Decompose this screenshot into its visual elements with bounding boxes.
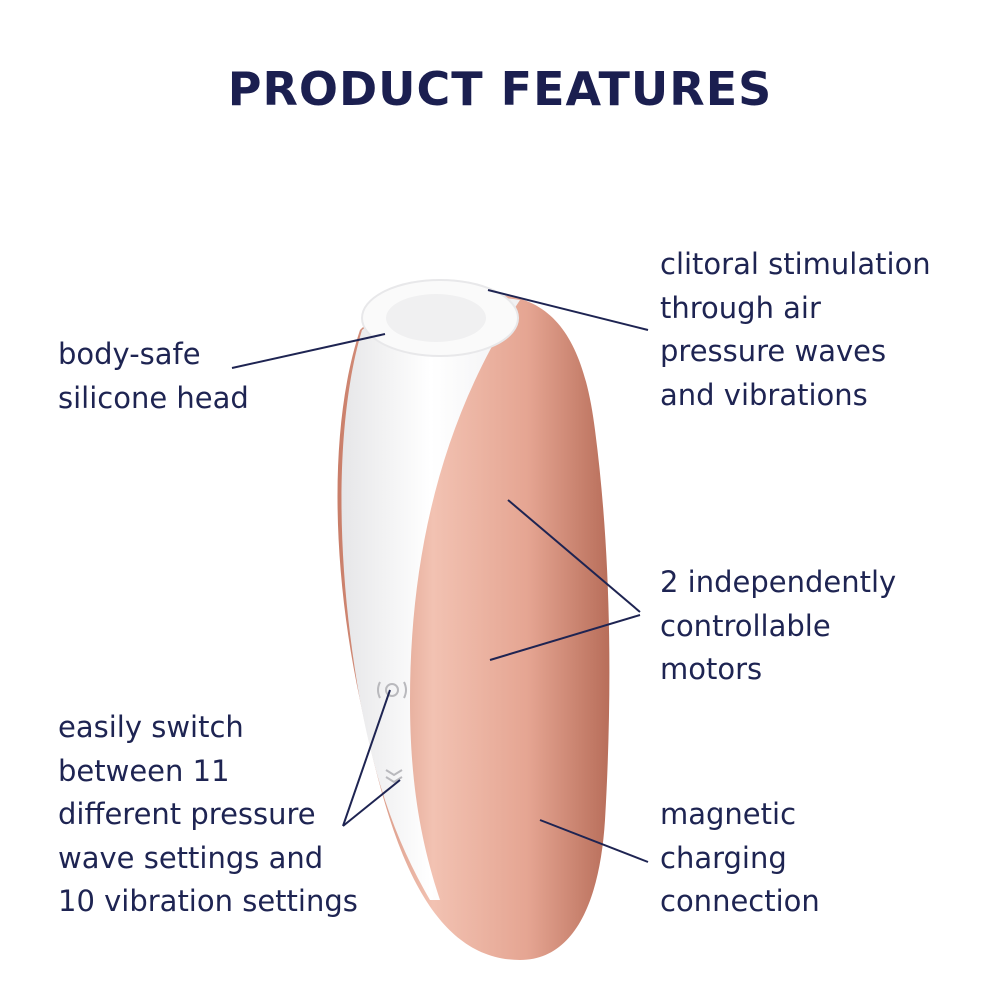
feature-text: body-safe — [58, 337, 201, 371]
mode-button-icon — [385, 769, 403, 784]
feature-text: and vibrations — [660, 377, 868, 412]
page-title: PRODUCT FEATURES — [227, 62, 773, 116]
device-white-panel — [341, 297, 520, 900]
feature-settings: easily switch between 11 different press… — [58, 706, 358, 924]
feature-text: motors — [660, 652, 763, 686]
feature-text: easily switch — [58, 710, 244, 744]
feature-text: charging — [660, 840, 787, 875]
feature-text: magnetic — [660, 797, 797, 831]
feature-text: 2 independently — [660, 565, 897, 599]
feature-text: between 11 — [58, 753, 230, 788]
leader-lines — [231, 289, 649, 863]
feature-stimulation: clitoral stimulation through air pressur… — [660, 243, 931, 417]
feature-text: clitoral stimulation — [660, 247, 931, 281]
feature-text: controllable — [660, 608, 831, 643]
feature-charging: magnetic charging connection — [660, 793, 820, 924]
head-opening — [386, 294, 486, 342]
feature-text: silicone head — [58, 380, 249, 415]
feature-text: pressure waves — [660, 334, 887, 368]
feature-motors: 2 independently controllable motors — [660, 561, 896, 692]
feature-head: body-safe silicone head — [58, 333, 249, 420]
feature-text: 10 vibration settings — [58, 884, 358, 918]
feature-text: through air — [660, 290, 821, 325]
feature-text: wave settings and — [58, 840, 324, 875]
feature-text: connection — [660, 884, 820, 918]
power-button-icon — [377, 681, 407, 699]
feature-text: different pressure — [58, 797, 316, 831]
